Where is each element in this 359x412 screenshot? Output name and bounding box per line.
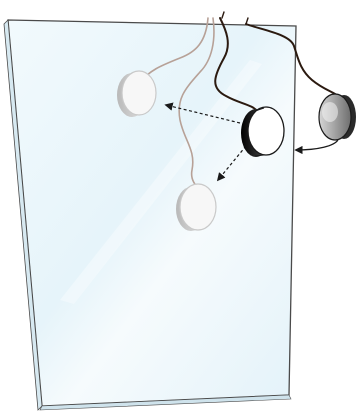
detached-puck-light [319,94,356,140]
round-puck-light [241,107,284,157]
faded-light-position-upper [117,71,156,117]
attach-arrow [296,140,338,150]
